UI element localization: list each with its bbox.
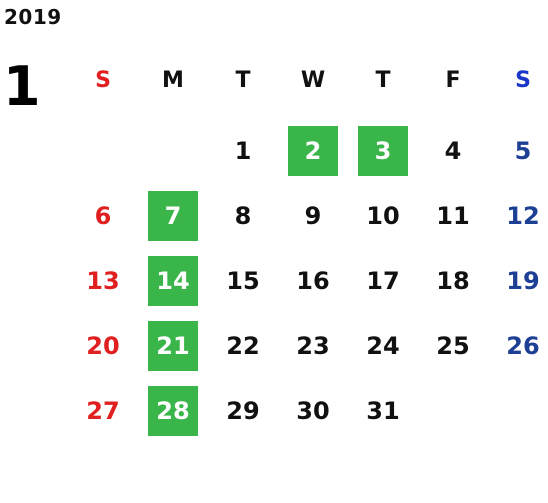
calendar-day[interactable]: 13 <box>86 266 120 295</box>
calendar-day[interactable]: 3 <box>358 125 408 176</box>
day-cell: 29 <box>208 378 278 443</box>
calendar-day[interactable]: 25 <box>436 331 470 360</box>
day-cell: 11 <box>418 183 488 248</box>
day-cell: 2 <box>278 118 348 183</box>
weekday-tuesday: T <box>235 67 251 93</box>
day-cell: 27 <box>68 378 138 443</box>
weekday-friday: F <box>445 67 461 93</box>
day-cell: 21 <box>138 313 208 378</box>
calendar-day[interactable]: 18 <box>436 266 470 295</box>
calendar-day[interactable]: 16 <box>296 266 330 295</box>
weekday-saturday: S <box>515 67 531 93</box>
calendar-day[interactable]: 2 <box>288 125 338 176</box>
calendar-day[interactable]: 6 <box>94 201 112 230</box>
day-cell: 9 <box>278 183 348 248</box>
calendar-day[interactable]: 30 <box>296 396 330 425</box>
calendar-day[interactable]: 17 <box>366 266 400 295</box>
calendar-day[interactable]: 22 <box>226 331 260 360</box>
day-cell: 18 <box>418 248 488 313</box>
day-cell: 23 <box>278 313 348 378</box>
calendar-day[interactable]: 26 <box>506 331 540 360</box>
calendar-day[interactable]: 31 <box>366 396 400 425</box>
day-cell: 19 <box>488 248 548 313</box>
calendar-day[interactable]: 27 <box>86 396 120 425</box>
day-cell: 26 <box>488 313 548 378</box>
day-cell: 14 <box>138 248 208 313</box>
day-cell: 16 <box>278 248 348 313</box>
day-cell: 30 <box>278 378 348 443</box>
calendar-day[interactable]: 9 <box>304 201 322 230</box>
calendar-day[interactable]: 7 <box>148 190 198 241</box>
day-cell: 12 <box>488 183 548 248</box>
day-cell: 5 <box>488 118 548 183</box>
calendar-day[interactable]: 8 <box>234 201 252 230</box>
day-cell: 15 <box>208 248 278 313</box>
calendar-day[interactable]: 12 <box>506 201 540 230</box>
day-cell: 6 <box>68 183 138 248</box>
weekday-header-row: S M T W T F S <box>68 60 548 100</box>
month-number: 1 <box>3 55 41 118</box>
calendar-day[interactable]: 20 <box>86 331 120 360</box>
weekday-wednesday: W <box>300 67 326 93</box>
day-cell: 31 <box>348 378 418 443</box>
weekday-monday: M <box>162 67 184 93</box>
calendar-day[interactable]: 5 <box>514 136 532 165</box>
day-cell: 28 <box>138 378 208 443</box>
day-cell <box>68 118 138 183</box>
year-label: 2019 <box>4 5 62 29</box>
day-cell: 10 <box>348 183 418 248</box>
calendar-day[interactable]: 28 <box>148 385 198 436</box>
calendar-day[interactable]: 24 <box>366 331 400 360</box>
day-cell: 7 <box>138 183 208 248</box>
day-cell: 8 <box>208 183 278 248</box>
calendar-day[interactable]: 21 <box>148 320 198 371</box>
calendar-day[interactable]: 1 <box>234 136 252 165</box>
day-cell: 4 <box>418 118 488 183</box>
calendar-day[interactable]: 15 <box>226 266 260 295</box>
day-cell <box>138 118 208 183</box>
day-cell: 22 <box>208 313 278 378</box>
day-cell <box>418 378 488 443</box>
calendar-day[interactable]: 11 <box>436 201 470 230</box>
calendar-day[interactable]: 10 <box>366 201 400 230</box>
day-cell: 17 <box>348 248 418 313</box>
calendar-day[interactable]: 29 <box>226 396 260 425</box>
day-cell <box>488 378 548 443</box>
day-cell: 3 <box>348 118 418 183</box>
calendar-day[interactable]: 23 <box>296 331 330 360</box>
calendar-day[interactable]: 19 <box>506 266 540 295</box>
day-cell: 20 <box>68 313 138 378</box>
calendar-day[interactable]: 4 <box>444 136 462 165</box>
weekday-thursday: T <box>375 67 391 93</box>
weekday-sunday: S <box>95 67 111 93</box>
day-cell: 24 <box>348 313 418 378</box>
day-cell: 25 <box>418 313 488 378</box>
day-cell: 1 <box>208 118 278 183</box>
day-cell: 13 <box>68 248 138 313</box>
calendar-day[interactable]: 14 <box>148 255 198 306</box>
